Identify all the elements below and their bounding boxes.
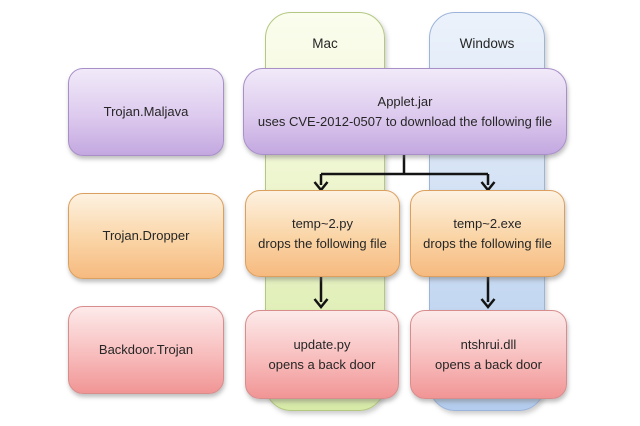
node-subtitle: opens a back door	[268, 356, 376, 372]
node-subtitle: drops the following file	[258, 235, 387, 251]
node-title: temp~2.exe	[453, 216, 522, 231]
node-subtitle: uses CVE-2012-0507 to download the follo…	[257, 113, 553, 129]
node-applet-jar: Applet.jar uses CVE-2012-0507 to downloa…	[243, 68, 567, 155]
node-mac-backdoor-file: update.py opens a back door	[245, 310, 399, 399]
stage-label-backdoor-trojan: Backdoor.Trojan	[68, 306, 224, 394]
node-windows-dropper-file: temp~2.exe drops the following file	[410, 190, 565, 277]
node-title: temp~2.py	[291, 216, 354, 231]
node-subtitle: drops the following file	[423, 235, 552, 251]
node-mac-dropper-file: temp~2.py drops the following file	[245, 190, 400, 277]
node-windows-backdoor-file: ntshrui.dll opens a back door	[410, 310, 567, 399]
stage-label-text: Trojan.Maljava	[103, 104, 189, 120]
stage-label-text: Backdoor.Trojan	[98, 342, 194, 358]
stage-label-trojan-maljava: Trojan.Maljava	[68, 68, 224, 156]
node-title: update.py	[293, 337, 351, 352]
node-title: Applet.jar	[377, 94, 433, 109]
mac-column-label: Mac	[312, 36, 338, 51]
stage-label-text: Trojan.Dropper	[102, 228, 190, 244]
node-title: ntshrui.dll	[460, 337, 517, 352]
node-subtitle: opens a back door	[435, 356, 542, 372]
windows-column-label: Windows	[459, 36, 515, 51]
stage-label-trojan-dropper: Trojan.Dropper	[68, 193, 224, 279]
